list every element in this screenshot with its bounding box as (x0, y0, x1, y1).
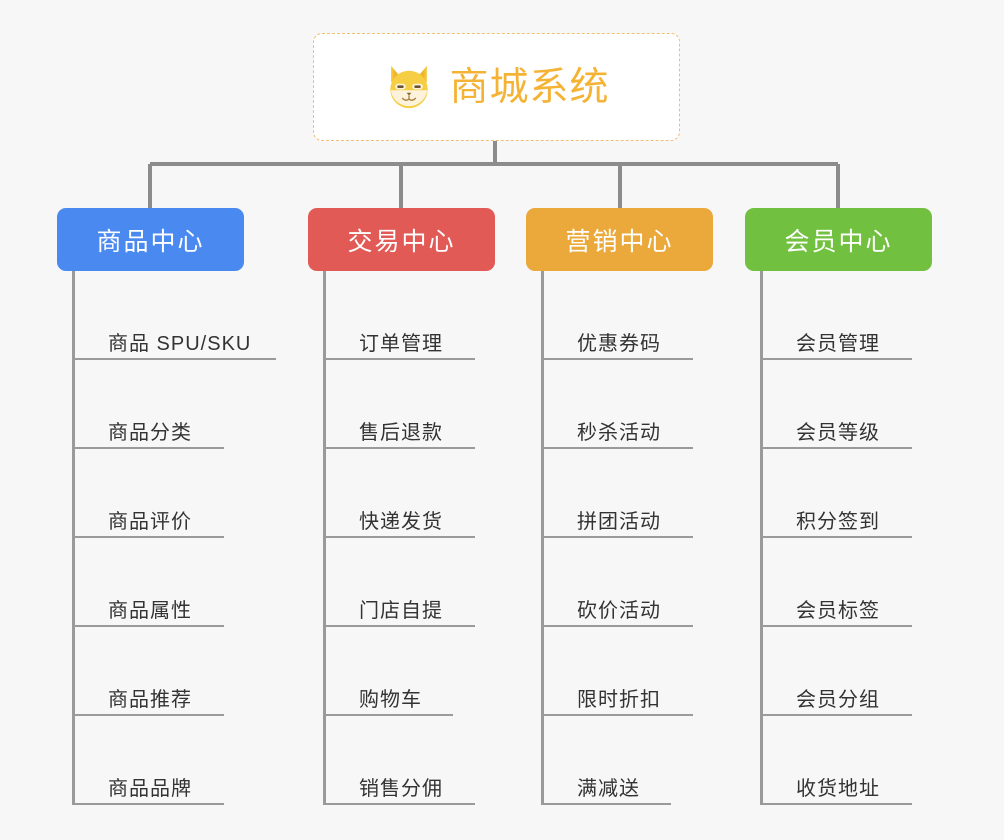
column-title: 交易中心 (347, 227, 456, 256)
item-underline (541, 447, 693, 449)
column-trunk-line (72, 271, 75, 805)
list-item[interactable]: 商品评价 (72, 449, 302, 538)
list-item[interactable]: 购物车 (323, 627, 553, 716)
root-node-content: 商城系统 (383, 61, 609, 113)
column-trunk-line (760, 271, 763, 805)
item-label: 门店自提 (359, 600, 443, 622)
list-item[interactable]: 商品分类 (72, 360, 302, 449)
item-label: 快递发货 (359, 511, 443, 533)
column-title: 会员中心 (784, 227, 893, 256)
item-underline (72, 358, 276, 360)
item-underline (760, 803, 912, 805)
item-underline (323, 358, 475, 360)
list-item[interactable]: 会员等级 (760, 360, 990, 449)
item-label: 积分签到 (796, 511, 880, 533)
column-trunk-line (323, 271, 326, 805)
list-item[interactable]: 优惠券码 (541, 271, 771, 360)
list-item[interactable]: 门店自提 (323, 538, 553, 627)
column-header-trade-center[interactable]: 交易中心 (308, 208, 495, 271)
item-label: 订单管理 (359, 333, 443, 355)
item-underline (323, 803, 475, 805)
item-underline (760, 447, 912, 449)
item-underline (72, 536, 224, 538)
item-label: 拼团活动 (577, 511, 661, 533)
item-label: 商品品牌 (108, 778, 192, 800)
item-underline (72, 625, 224, 627)
item-label: 秒杀活动 (577, 422, 661, 444)
item-label: 商品分类 (108, 422, 192, 444)
root-node[interactable]: 商城系统 (313, 33, 680, 141)
item-underline (541, 358, 693, 360)
shiba-dog-icon (390, 65, 429, 109)
column-header-marketing-center[interactable]: 营销中心 (526, 208, 713, 271)
item-label: 商品推荐 (108, 689, 192, 711)
list-item[interactable]: 秒杀活动 (541, 360, 771, 449)
list-item[interactable]: 限时折扣 (541, 627, 771, 716)
item-underline (323, 714, 453, 716)
item-label: 会员分组 (796, 689, 880, 711)
column-body-marketing-center: 优惠券码 秒杀活动 拼团活动 砍价活动 限时折扣 满减送 (541, 271, 771, 805)
list-item[interactable]: 销售分佣 (323, 716, 553, 805)
item-underline (72, 447, 224, 449)
list-item[interactable]: 积分签到 (760, 449, 990, 538)
list-item[interactable]: 商品 SPU/SKU (72, 271, 302, 360)
list-item[interactable]: 商品属性 (72, 538, 302, 627)
column-body-member-center: 会员管理 会员等级 积分签到 会员标签 会员分组 收货地址 (760, 271, 990, 805)
column-header-product-center[interactable]: 商品中心 (57, 208, 244, 271)
item-underline (323, 625, 475, 627)
column-body-product-center: 商品 SPU/SKU 商品分类 商品评价 商品属性 商品推荐 商品品牌 (72, 271, 302, 805)
item-label: 满减送 (577, 778, 640, 800)
root-title: 商城系统 (449, 65, 610, 109)
list-item[interactable]: 砍价活动 (541, 538, 771, 627)
item-underline (760, 625, 912, 627)
list-item[interactable]: 快递发货 (323, 449, 553, 538)
item-underline (541, 625, 693, 627)
item-label: 会员管理 (796, 333, 880, 355)
item-label: 限时折扣 (577, 689, 661, 711)
column-body-trade-center: 订单管理 售后退款 快递发货 门店自提 购物车 销售分佣 (323, 271, 553, 805)
item-label: 商品评价 (108, 511, 192, 533)
item-label: 商品 SPU/SKU (108, 333, 252, 355)
list-item[interactable]: 满减送 (541, 716, 771, 805)
item-label: 销售分佣 (359, 778, 443, 800)
column-title: 商品中心 (96, 227, 205, 256)
list-item[interactable]: 会员分组 (760, 627, 990, 716)
item-underline (541, 803, 671, 805)
item-label: 商品属性 (108, 600, 192, 622)
item-underline (760, 536, 912, 538)
list-item[interactable]: 会员管理 (760, 271, 990, 360)
item-underline (323, 536, 475, 538)
item-label: 会员等级 (796, 422, 880, 444)
item-underline (541, 536, 693, 538)
list-item[interactable]: 售后退款 (323, 360, 553, 449)
item-underline (760, 358, 912, 360)
item-label: 购物车 (359, 689, 422, 711)
item-label: 会员标签 (796, 600, 880, 622)
list-item[interactable]: 商品品牌 (72, 716, 302, 805)
list-item[interactable]: 拼团活动 (541, 449, 771, 538)
item-underline (541, 714, 693, 716)
item-label: 收货地址 (796, 778, 880, 800)
list-item[interactable]: 商品推荐 (72, 627, 302, 716)
item-underline (323, 447, 475, 449)
item-underline (72, 803, 224, 805)
column-header-member-center[interactable]: 会员中心 (745, 208, 932, 271)
item-label: 售后退款 (359, 422, 443, 444)
item-label: 优惠券码 (577, 333, 661, 355)
column-trunk-line (541, 271, 544, 805)
list-item[interactable]: 收货地址 (760, 716, 990, 805)
item-label: 砍价活动 (577, 600, 661, 622)
item-underline (72, 714, 224, 716)
item-underline (760, 714, 912, 716)
list-item[interactable]: 会员标签 (760, 538, 990, 627)
column-title: 营销中心 (565, 227, 674, 256)
list-item[interactable]: 订单管理 (323, 271, 553, 360)
